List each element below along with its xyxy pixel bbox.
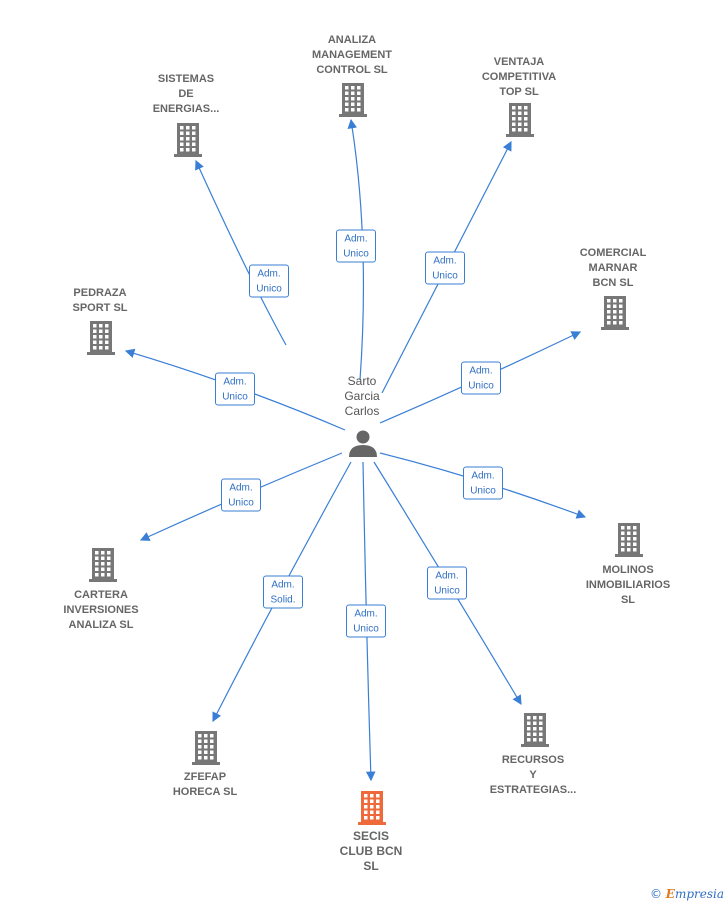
relation-badge-secis[interactable]: Adm. Unico (346, 604, 386, 638)
company-label-ventaja[interactable]: VENTAJA COMPETITIVA TOP SL (481, 56, 557, 98)
relation-badge-analiza[interactable]: Adm. Unico (336, 229, 376, 263)
building-icon-pedraza[interactable] (87, 321, 115, 355)
building-icon-analiza[interactable] (339, 83, 367, 117)
brand-watermark: © Empresia (650, 887, 724, 901)
building-icon-secis[interactable] (358, 791, 386, 825)
building-icon-ventaja[interactable] (506, 103, 534, 137)
company-label-pedraza[interactable]: PEDRAZA SPORT SL (72, 287, 128, 314)
company-label-comercial[interactable]: COMERCIAL MARNAR BCN SL (579, 247, 647, 289)
company-label-analiza[interactable]: ANALIZA MANAGEMENT CONTROL SL (311, 34, 393, 76)
company-label-secis[interactable]: SECIS CLUB BCN SL (339, 829, 403, 873)
center-person-label[interactable]: Sarto Garcia Carlos (344, 374, 380, 418)
relation-badge-molinos[interactable]: Adm. Unico (463, 466, 503, 500)
building-icon-zfefap[interactable] (192, 731, 220, 765)
relation-badge-ventaja[interactable]: Adm. Unico (425, 251, 465, 285)
relation-badge-zfefap[interactable]: Adm. Solid. (263, 575, 303, 609)
company-label-recursos[interactable]: RECURSOS Y ESTRATEGIAS... (489, 754, 577, 796)
building-icon-molinos[interactable] (615, 523, 643, 557)
building-icon-sistemas[interactable] (174, 123, 202, 157)
building-icon-cartera[interactable] (89, 548, 117, 582)
relation-badge-recursos[interactable]: Adm. Unico (427, 566, 467, 600)
relation-badge-cartera[interactable]: Adm. Unico (221, 478, 261, 512)
building-icon-recursos[interactable] (521, 713, 549, 747)
relation-badge-comercial[interactable]: Adm. Unico (461, 361, 501, 395)
copyright-symbol: © (649, 887, 662, 901)
company-label-sistemas[interactable]: SISTEMAS DE ENERGIAS... (152, 73, 220, 115)
company-label-molinos[interactable]: MOLINOS INMOBILIARIOS SL (585, 564, 671, 606)
brand-name: mpresia (674, 887, 724, 901)
relation-badge-pedraza[interactable]: Adm. Unico (215, 372, 255, 406)
brand-initial: E (665, 887, 675, 901)
person-icon[interactable] (349, 430, 377, 458)
company-label-zfefap[interactable]: ZFEFAP HORECA SL (172, 771, 238, 798)
building-icon-comercial[interactable] (601, 296, 629, 330)
company-label-cartera[interactable]: CARTERA INVERSIONES ANALIZA SL (63, 589, 139, 631)
relation-badge-sistemas[interactable]: Adm. Unico (249, 264, 289, 298)
edge-sistemas (195, 159, 287, 346)
